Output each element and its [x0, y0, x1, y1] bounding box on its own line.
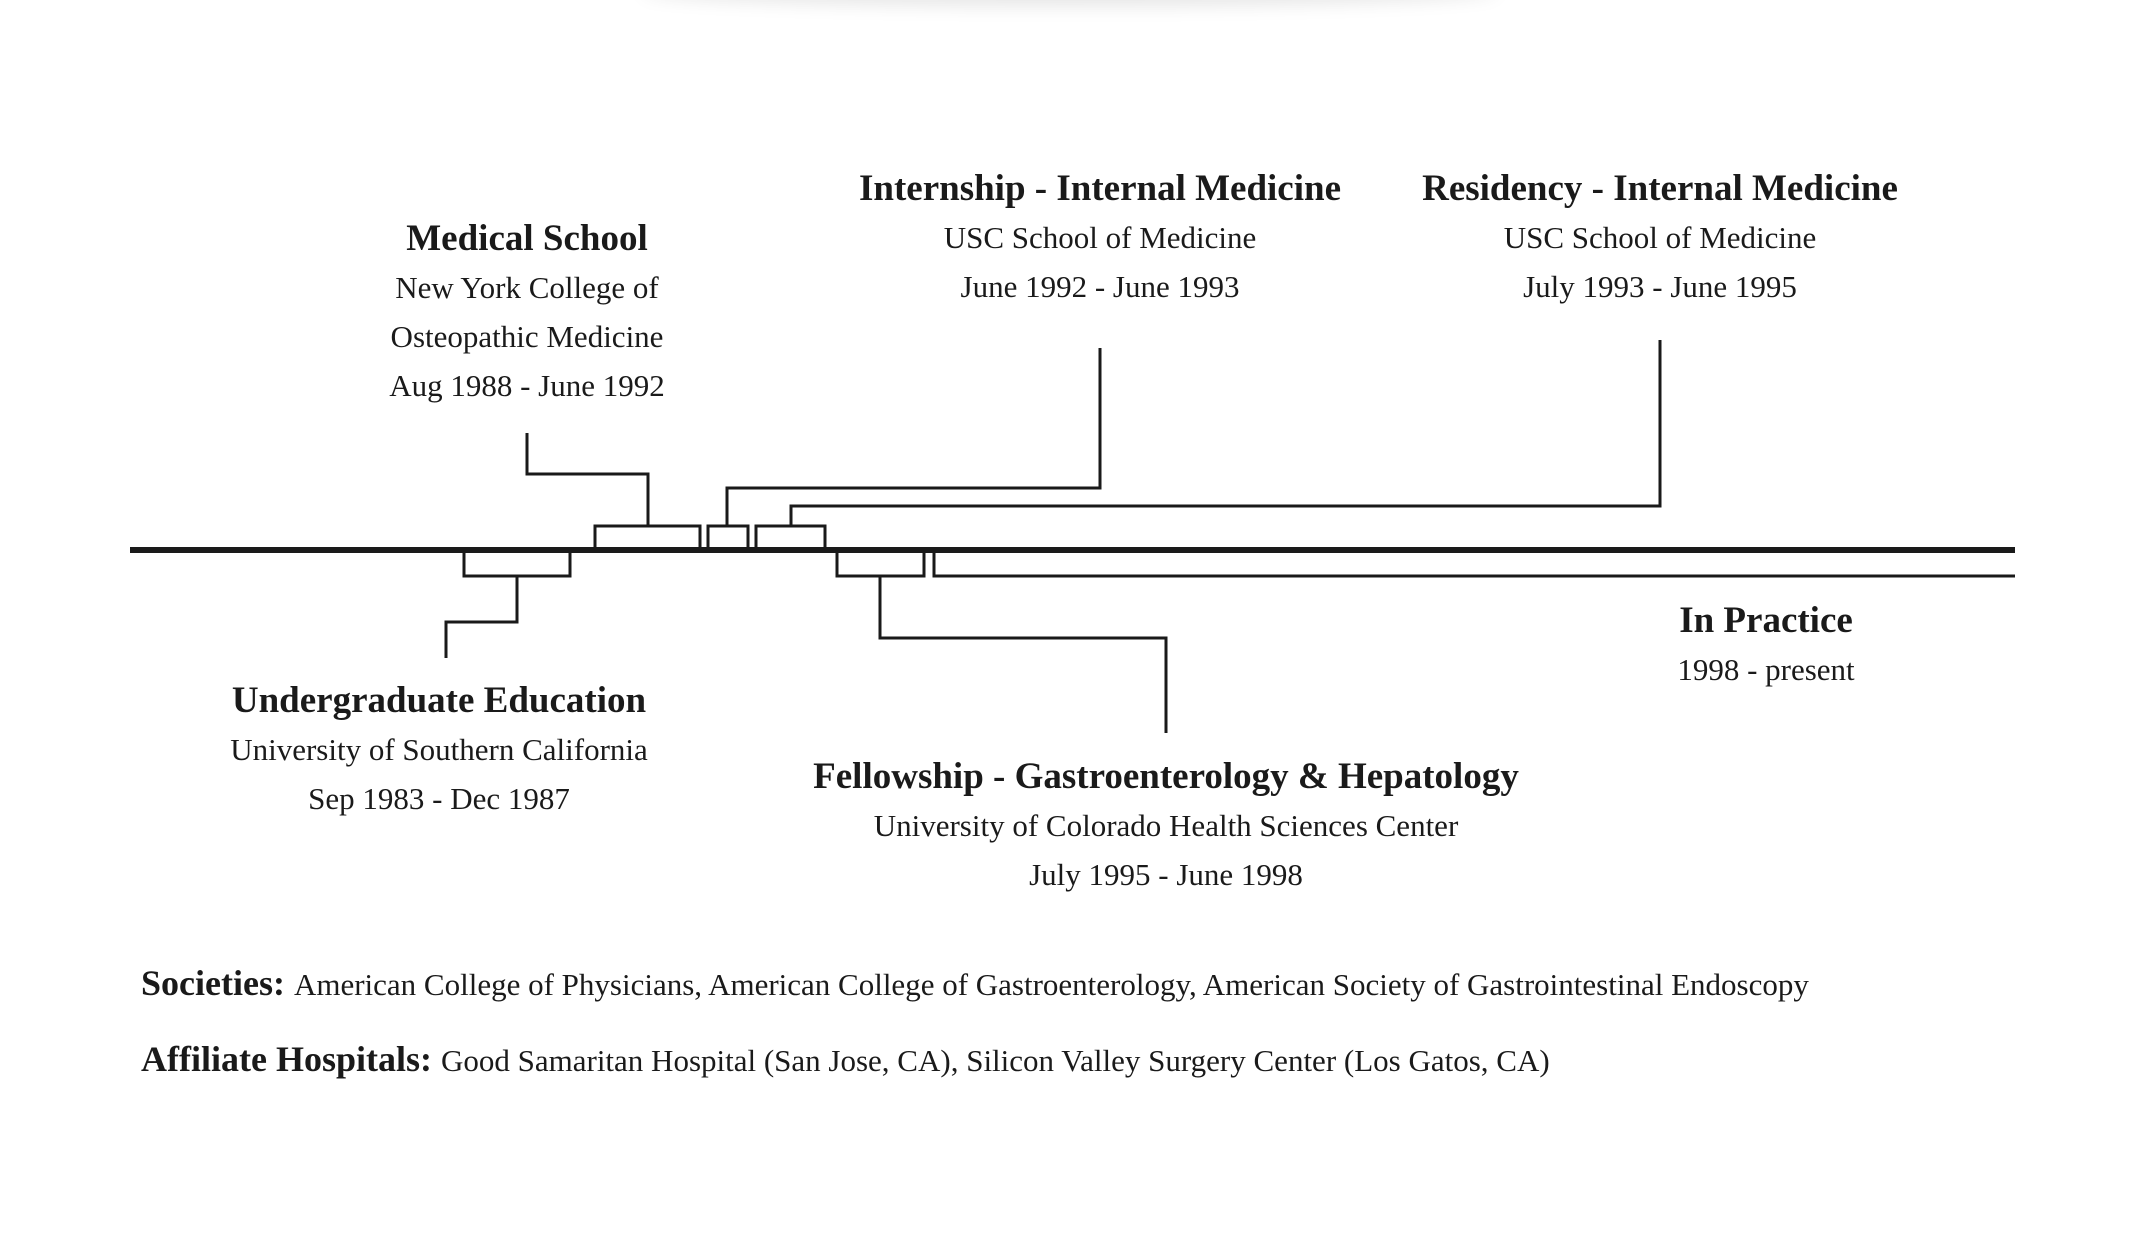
- affiliate-hospitals-value: Good Samaritan Hospital (San Jose, CA), …: [440, 1043, 1550, 1078]
- event-institution: University of Colorado Health Sciences C…: [873, 808, 1459, 843]
- event-medical-school: Medical School New York College of Osteo…: [389, 214, 665, 410]
- event-dates: Aug 1988 - June 1992: [389, 368, 665, 403]
- event-internship: Internship - Internal Medicine USC Schoo…: [859, 164, 1341, 311]
- event-dates: 1998 - present: [1677, 652, 1855, 687]
- event-institution: USC School of Medicine: [1503, 220, 1817, 255]
- internship-connector: [725, 348, 1102, 526]
- residency-connector: [789, 340, 1662, 526]
- event-institution-line-1: New York College of: [395, 270, 659, 305]
- medical-school-connector: [525, 433, 650, 526]
- event-dates: Sep 1983 - Dec 1987: [308, 781, 570, 816]
- event-title: Fellowship - Gastroenterology & Hepatolo…: [813, 756, 1519, 797]
- event-title: Medical School: [406, 218, 648, 259]
- event-title: Internship - Internal Medicine: [858, 168, 1342, 209]
- event-institution: USC School of Medicine: [943, 220, 1257, 255]
- societies-row: Societies: American College of Physician…: [141, 962, 1809, 1004]
- event-residency: Residency - Internal Medicine USC School…: [1422, 164, 1898, 311]
- event-dates: June 1992 - June 1993: [960, 269, 1240, 304]
- event-undergraduate: Undergraduate Education University of So…: [230, 676, 648, 823]
- event-fellowship: Fellowship - Gastroenterology & Hepatolo…: [813, 752, 1519, 899]
- event-in-practice: In Practice 1998 - present: [1677, 596, 1854, 694]
- event-title: Undergraduate Education: [231, 680, 647, 721]
- event-dates: July 1993 - June 1995: [1523, 269, 1797, 304]
- medical-school-bracket: [593, 524, 702, 550]
- affiliate-hospitals-row: Affiliate Hospitals: Good Samaritan Hosp…: [141, 1038, 1550, 1080]
- societies-label: Societies:: [141, 963, 294, 1003]
- event-title: Residency - Internal Medicine: [1422, 168, 1898, 209]
- affiliate-hospitals-label: Affiliate Hospitals:: [141, 1039, 441, 1079]
- fellowship-bracket: [835, 550, 926, 578]
- in-practice-bracket: [932, 550, 2015, 578]
- event-dates: July 1995 - June 1998: [1029, 857, 1303, 892]
- undergraduate-bracket: [462, 550, 572, 578]
- event-institution: University of Southern California: [230, 732, 648, 767]
- undergraduate-connector: [444, 576, 519, 658]
- fellowship-connector: [878, 576, 1168, 733]
- residency-bracket: [754, 524, 827, 550]
- societies-value: American College of Physicians, American…: [293, 967, 1809, 1002]
- event-institution-line-2: Osteopathic Medicine: [390, 319, 664, 354]
- event-title: In Practice: [1679, 600, 1853, 641]
- internship-bracket: [706, 524, 750, 550]
